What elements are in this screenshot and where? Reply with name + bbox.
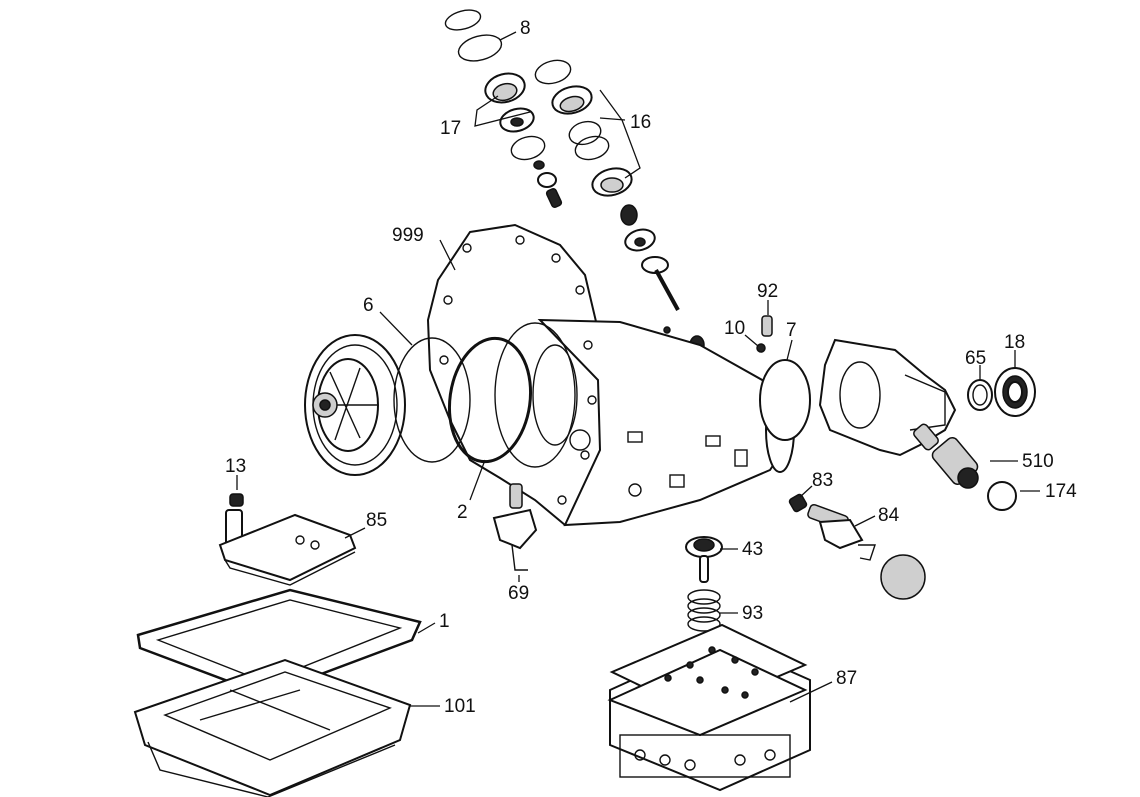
callout-2: 2 (457, 502, 468, 523)
callout-8: 8 (520, 18, 531, 39)
callout-17: 17 (440, 118, 461, 139)
seal-ring-6 (393, 337, 471, 463)
sensor-84 (807, 503, 876, 561)
callout-999: 999 (392, 225, 424, 246)
callout-101: 101 (444, 696, 476, 717)
callout-93: 93 (742, 603, 763, 624)
callout-174: 174 (1045, 481, 1077, 502)
speed-sensor-510 (913, 423, 979, 489)
oil-pump (304, 334, 406, 476)
bracket-17 (474, 95, 531, 127)
oil-filter-85 (218, 493, 357, 586)
callout-65: 65 (965, 348, 986, 369)
accumulator-stack-left (444, 9, 563, 209)
callout-18: 18 (1004, 332, 1025, 353)
gasket-7 (759, 359, 811, 441)
spring-93 (687, 589, 721, 632)
callout-1: 1 (439, 611, 450, 632)
callout-6: 6 (363, 295, 374, 316)
callout-84: 84 (878, 505, 900, 526)
o-ring-174 (987, 481, 1017, 511)
callout-85: 85 (366, 510, 387, 531)
callout-510: 510 (1022, 451, 1054, 472)
pan-gasket-1 (136, 588, 422, 697)
callout-92: 92 (757, 281, 778, 302)
callout-labels: 8 16 17 999 92 10 7 6 65 18 510 174 13 8… (225, 18, 1077, 717)
bracket-16 (599, 89, 641, 179)
detent-spring-69 (492, 483, 538, 571)
switch-92 (761, 315, 773, 337)
leader-lines (236, 31, 1040, 707)
transmission-case (426, 223, 795, 527)
valve-body-87 (607, 623, 811, 792)
callout-13: 13 (225, 456, 246, 477)
callout-10: 10 (724, 318, 745, 339)
plug-cover (880, 554, 926, 600)
plug-10 (756, 343, 766, 353)
callout-7: 7 (786, 320, 797, 341)
callout-87: 87 (836, 668, 857, 689)
callout-83: 83 (812, 470, 833, 491)
cap-43 (685, 536, 723, 583)
callout-16: 16 (630, 112, 651, 133)
callout-43: 43 (742, 539, 763, 560)
callout-69: 69 (508, 583, 529, 604)
plug-83 (788, 493, 808, 513)
oil-pan-101 (133, 658, 412, 797)
accumulator-stack-right (534, 59, 705, 355)
gasket-2 (447, 336, 533, 464)
